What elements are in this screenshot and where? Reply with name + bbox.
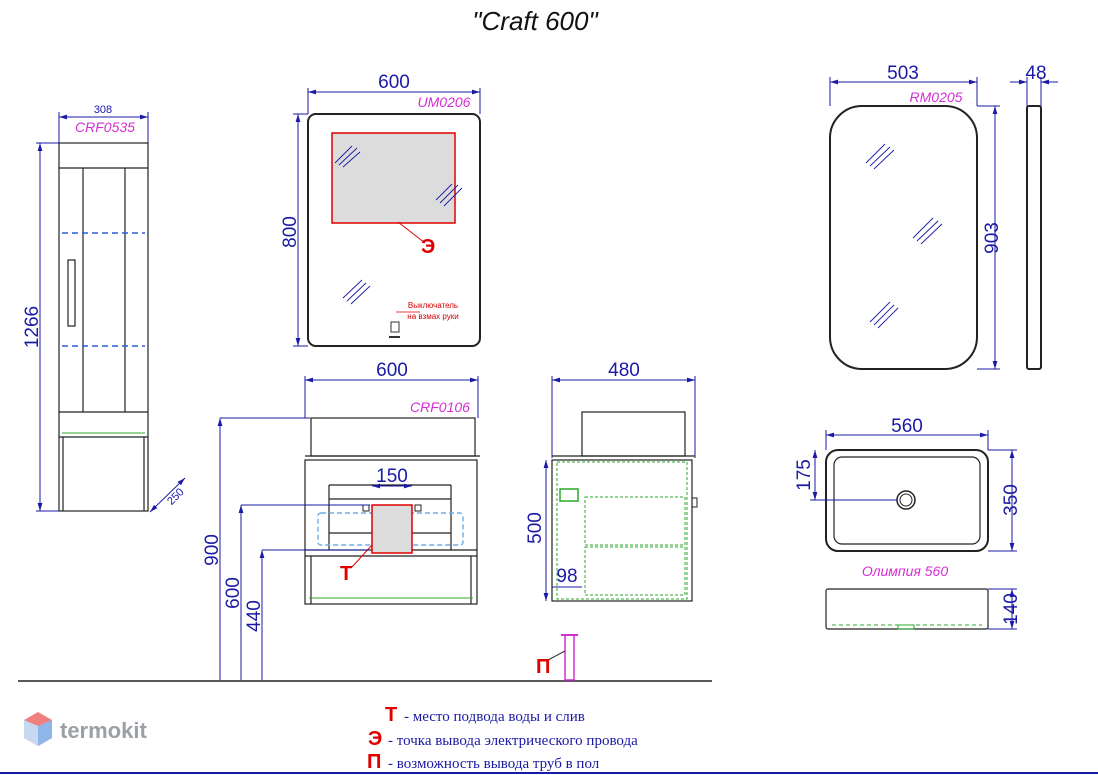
sink-depth: 350 [1001, 484, 1022, 516]
pipe-mark: П [536, 656, 550, 678]
sink-olimpia: 560 175 350 Олимпия 560 140 [794, 416, 1022, 630]
glass-hatch [334, 145, 463, 305]
tall-cabinet-code: CRF0535 [75, 119, 135, 135]
switch-icon [390, 321, 400, 333]
vanity-side: 480 500 98 П [525, 360, 698, 681]
mirror-height: 800 [280, 216, 301, 248]
mirror-code: UM0206 [418, 94, 471, 110]
electric-mark: Э [421, 236, 435, 258]
side-depth: 480 [608, 360, 640, 381]
round-mirror-code: RM0205 [910, 89, 963, 105]
round-mirror-height: 903 [982, 222, 1003, 254]
brand-logo: termokit [24, 712, 147, 746]
sink-name: Олимпия 560 [862, 563, 948, 579]
page-title: "Craft 600" [472, 6, 599, 36]
height-440: 440 [244, 600, 265, 632]
brand-name: termokit [60, 718, 147, 743]
side-height: 500 [525, 512, 546, 544]
tall-cabinet: 308 CRF0535 1266 250 [22, 104, 187, 513]
vanity-inner-width: 150 [376, 466, 408, 487]
legend-text-electric: - точка вывода электрического провода [388, 733, 638, 749]
tall-cabinet-depth: 250 [165, 486, 186, 507]
mirror-um0206: 600 UM0206 Э Выключатель на взмах руки 8… [280, 72, 481, 347]
tall-cabinet-height: 1266 [22, 306, 43, 348]
mirror-rm0205: 503 RM0205 903 48 [829, 63, 1058, 370]
sink-height: 140 [1001, 593, 1022, 625]
sink-drain-offset: 175 [794, 459, 815, 491]
sink-width: 560 [891, 416, 923, 437]
height-600: 600 [223, 577, 244, 609]
legend-mark-pipe: П [367, 751, 381, 773]
switch-note-line2: на взмах руки [407, 312, 458, 321]
legend-mark-electric: Э [368, 728, 382, 750]
legend-mark-water: Т [385, 704, 397, 726]
round-glass-hatch [865, 143, 943, 329]
mirror-width: 600 [378, 72, 410, 93]
vanity-code: CRF0106 [410, 399, 470, 415]
round-mirror-width: 503 [887, 63, 919, 84]
side-offset: 98 [556, 566, 577, 587]
switch-note-line1: Выключатель [408, 301, 458, 310]
vanity-width: 600 [376, 360, 408, 381]
legend-text-water: - место подвода воды и слив [404, 709, 585, 725]
tall-cabinet-width: 308 [94, 104, 112, 116]
vanity-front: 600 CRF0106 150 Т 900 600 440 [202, 360, 480, 680]
legend: Т - место подвода воды и слив Э - точка … [367, 704, 638, 773]
height-900: 900 [202, 534, 223, 566]
round-mirror-depth: 48 [1025, 63, 1046, 84]
water-mark: Т [340, 563, 352, 585]
legend-text-pipe: - возможность вывода труб в пол [388, 756, 600, 772]
